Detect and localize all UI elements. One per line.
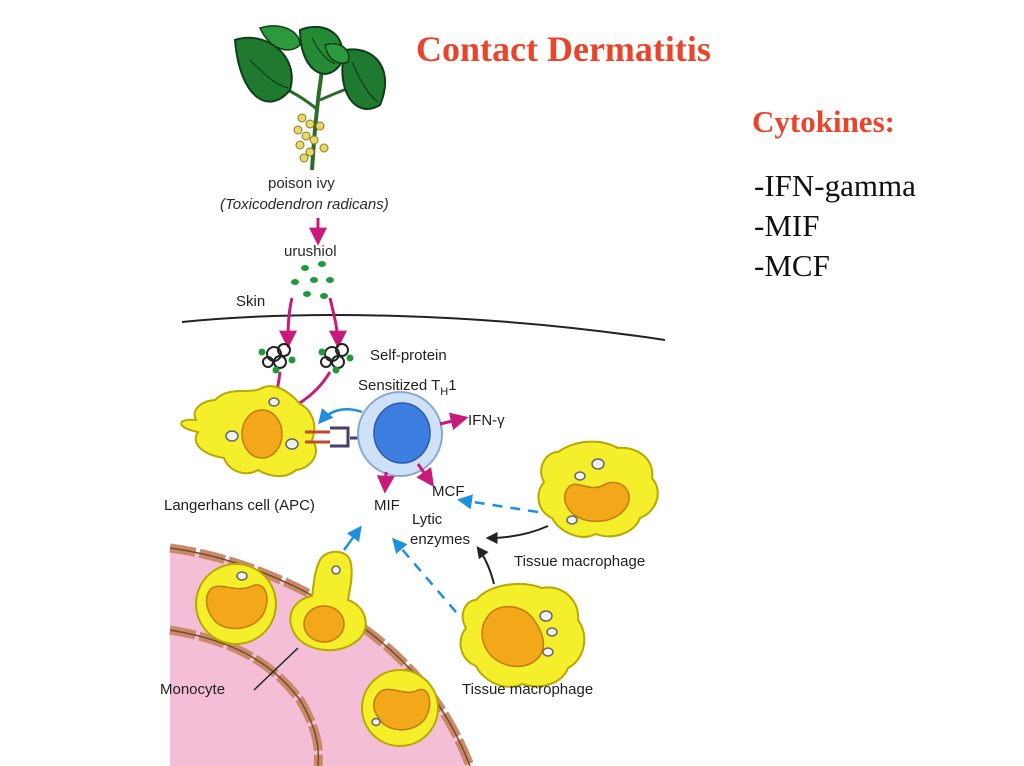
urushiol-entry-arrow-right xyxy=(328,297,347,349)
monocyte-pointer-line xyxy=(253,647,299,691)
ifn-gamma-label: IFN-γ xyxy=(468,412,505,429)
cytokine-item-mif: -MIF xyxy=(754,208,820,243)
self-protein-complex-icon xyxy=(262,343,349,369)
self-protein-label: Self-protein xyxy=(370,347,447,364)
cytokine-item-mcf: -MCF xyxy=(754,248,830,283)
langerhans-cell-icon xyxy=(180,385,317,477)
skin-label: Skin xyxy=(236,293,265,310)
urushiol-droplets-icon xyxy=(291,261,334,299)
cytokines-heading: Cytokines: xyxy=(752,104,895,139)
th1-to-apc-arrow xyxy=(318,407,363,425)
extravasating-monocyte-icon xyxy=(289,550,367,652)
slide-title: Contact Dermatitis xyxy=(416,29,711,69)
lytic-release-arrow-upper xyxy=(485,525,549,544)
bound-urushiol-icon xyxy=(258,348,354,374)
th1-label: Sensitized TH1 xyxy=(358,377,457,398)
monocyte-label: Monocyte xyxy=(160,681,225,698)
lytic-release-arrow-lower xyxy=(476,546,495,585)
langerhans-cell-label: Langerhans cell (APC) xyxy=(164,497,315,514)
ifn-secretion-arrow xyxy=(439,412,469,431)
urushiol-label: urushiol xyxy=(284,243,337,260)
tissue-macrophage-upper-label: Tissue macrophage xyxy=(514,553,645,570)
sensitized-th1-cell-icon xyxy=(357,391,443,477)
monocyte-lower-icon xyxy=(361,669,439,747)
mif-secretion-arrow xyxy=(376,471,395,494)
mif-label: MIF xyxy=(374,497,400,514)
monocyte-migration-arrow xyxy=(342,525,362,551)
tissue-macrophage-upper-icon xyxy=(537,440,659,538)
lytic-label-line2: enzymes xyxy=(410,531,470,548)
mcf-secretion-arrow xyxy=(416,463,435,487)
skin-surface-line xyxy=(181,314,666,341)
mcf-label: MCF xyxy=(432,483,465,500)
poison-ivy-plant-icon xyxy=(233,25,386,171)
tissue-macrophage-lower-label: Tissue macrophage xyxy=(462,681,593,698)
monocyte-cell-icon xyxy=(195,563,277,645)
cytokine-item-ifn: -IFN-gamma xyxy=(754,168,916,203)
mif-attraction-arrow xyxy=(392,537,457,613)
lytic-label-line1: Lytic xyxy=(412,511,443,528)
plant-name-label: poison ivy xyxy=(268,175,335,192)
cytokine-list: -IFN-gamma -MIF -MCF xyxy=(754,166,916,286)
plant-latin-label: (Toxicodendron radicans) xyxy=(220,196,389,213)
mcf-attraction-arrow xyxy=(457,494,539,514)
tissue-macrophage-lower-icon xyxy=(459,583,586,688)
urushiol-entry-arrow-left xyxy=(279,297,298,349)
